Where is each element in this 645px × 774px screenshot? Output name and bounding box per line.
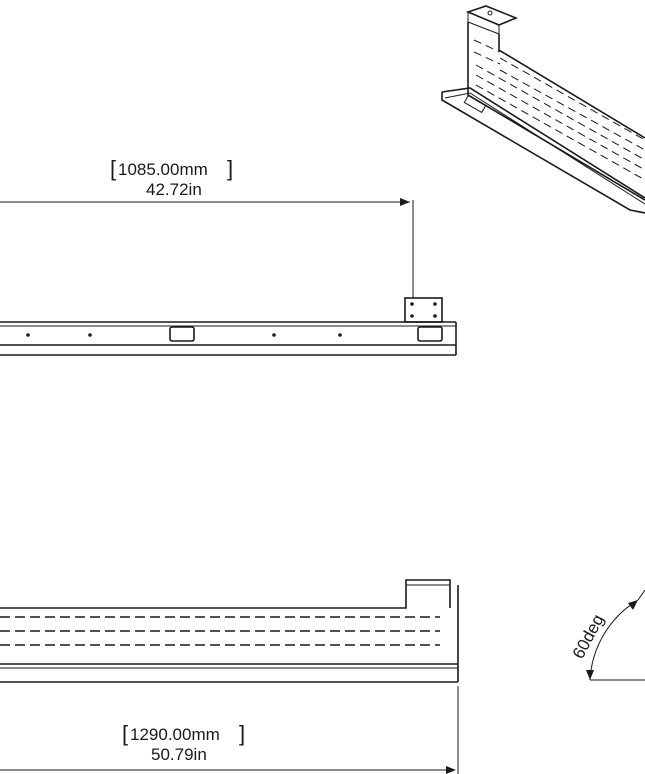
top-dimension-imperial: 42.72in [146, 180, 202, 199]
isometric-view [441, 5, 645, 214]
svg-text:]: ] [239, 721, 245, 746]
bottom-dimension-imperial: 50.79in [151, 745, 207, 764]
angle-view: 60deg [569, 589, 645, 681]
svg-text:[: [ [110, 156, 116, 181]
front-view-bottom [0, 579, 459, 774]
svg-text:]: ] [227, 156, 233, 181]
top-dimension-metric: 1085.00mm [118, 160, 208, 179]
svg-text:[: [ [122, 721, 128, 746]
front-view-top [0, 198, 457, 356]
top-dimension-label: [ 1085.00mm ] 42.72in [110, 156, 233, 199]
bottom-dimension-label: [ 1290.00mm ] 50.79in [122, 721, 245, 764]
bottom-dimension-metric: 1290.00mm [130, 725, 220, 744]
angle-label: 60deg [569, 611, 608, 662]
